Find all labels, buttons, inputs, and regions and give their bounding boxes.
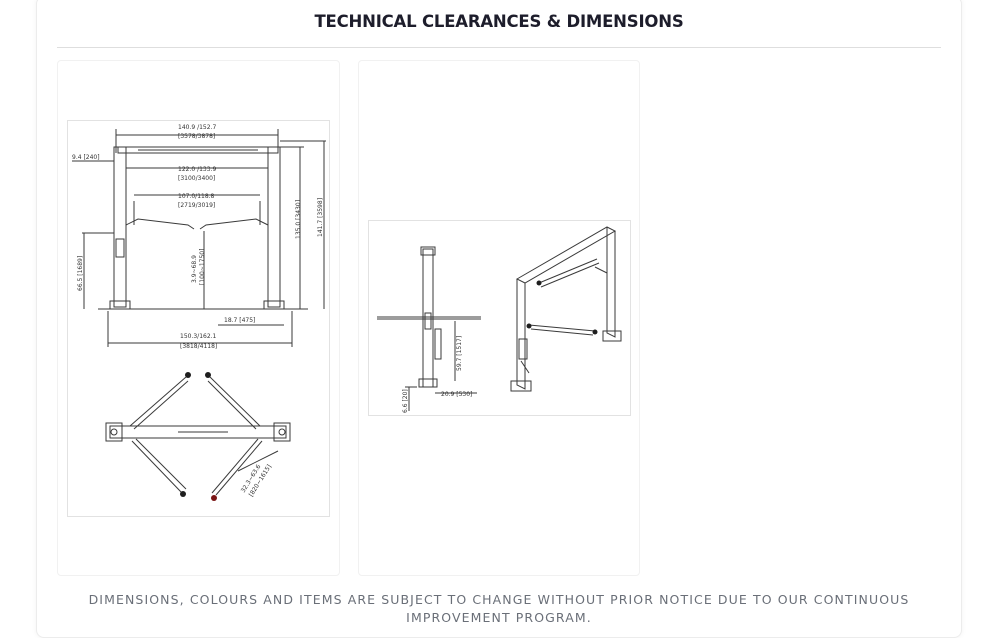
drive-through-mm-label: [2719/3019] <box>178 202 215 209</box>
drive-through-label: 107.0/118.8 <box>178 193 215 200</box>
lift-range-label: 3.9~68.9 <box>191 255 198 283</box>
side-view-panel: 20.9 [530] 6.6 [20] 59.7 [1517] <box>358 60 640 576</box>
overall-width-label: 140.9 /152.7 <box>178 124 216 131</box>
side-offset-label: 9.4 [240] <box>72 154 100 161</box>
inner-width-label: 122.0 /133.9 <box>178 166 216 173</box>
section-title: TECHNICAL CLEARANCES & DIMENSIONS <box>314 12 684 31</box>
front-view-panel: 140.9 /152.7 [3578/3878] 9.4 [240] 122.0… <box>57 60 340 576</box>
arm-height-label: 59.7 [1517] <box>456 336 463 371</box>
title-divider <box>57 47 941 48</box>
side-dimension-drawing[interactable]: 20.9 [530] 6.6 [20] 59.7 [1517] <box>368 220 631 416</box>
clearances-card: TECHNICAL CLEARANCES & DIMENSIONS <box>36 0 962 638</box>
lock-height-label: 66.5 [1689] <box>77 256 84 291</box>
min-height-label: 6.6 [20] <box>402 389 409 413</box>
overall-width-mm-label: [3578/3878] <box>178 133 215 140</box>
front-dimension-drawing[interactable]: 140.9 /152.7 [3578/3878] 9.4 [240] 122.0… <box>67 120 330 517</box>
column-depth-label: 20.9 [530] <box>441 391 472 398</box>
base-width-label: 150.3/162.1 <box>180 333 217 340</box>
height-low-label: 135.0 [3430] <box>295 200 302 239</box>
disclaimer-note: DIMENSIONS, COLOURS AND ITEMS ARE SUBJEC… <box>88 592 910 625</box>
side-drawing-svg: 20.9 [530] 6.6 [20] 59.7 [1517] <box>377 226 622 413</box>
base-width-mm-label: [3818/4118] <box>180 343 217 350</box>
front-drawing-svg: 140.9 /152.7 [3578/3878] 9.4 [240] 122.0… <box>72 124 326 501</box>
inner-width-mm-label: [3100/3400] <box>178 175 215 182</box>
base-offset-label: 18.7 [475] <box>224 317 255 324</box>
height-high-label: 141.7 [3598] <box>317 198 324 237</box>
lift-range-mm-label: [100~1750] <box>199 249 206 285</box>
